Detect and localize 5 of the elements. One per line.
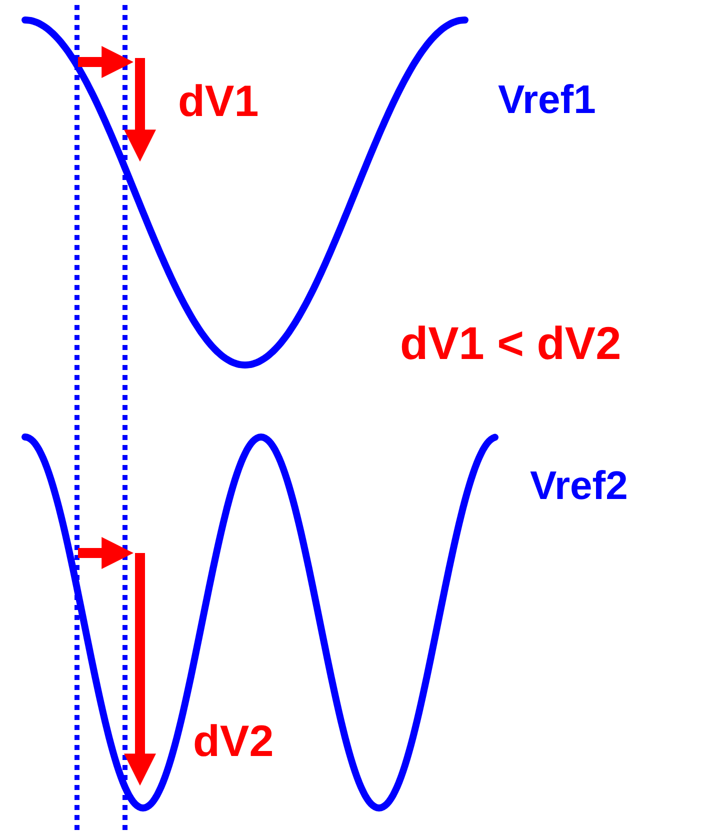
- voltage-delta-label: dV1: [178, 80, 259, 124]
- voltage-delta-label: dV2: [193, 720, 274, 764]
- reference-label: Vref2: [530, 466, 628, 506]
- comparison-label: dV1 < dV2: [400, 320, 622, 366]
- reference-label: Vref1: [498, 80, 596, 120]
